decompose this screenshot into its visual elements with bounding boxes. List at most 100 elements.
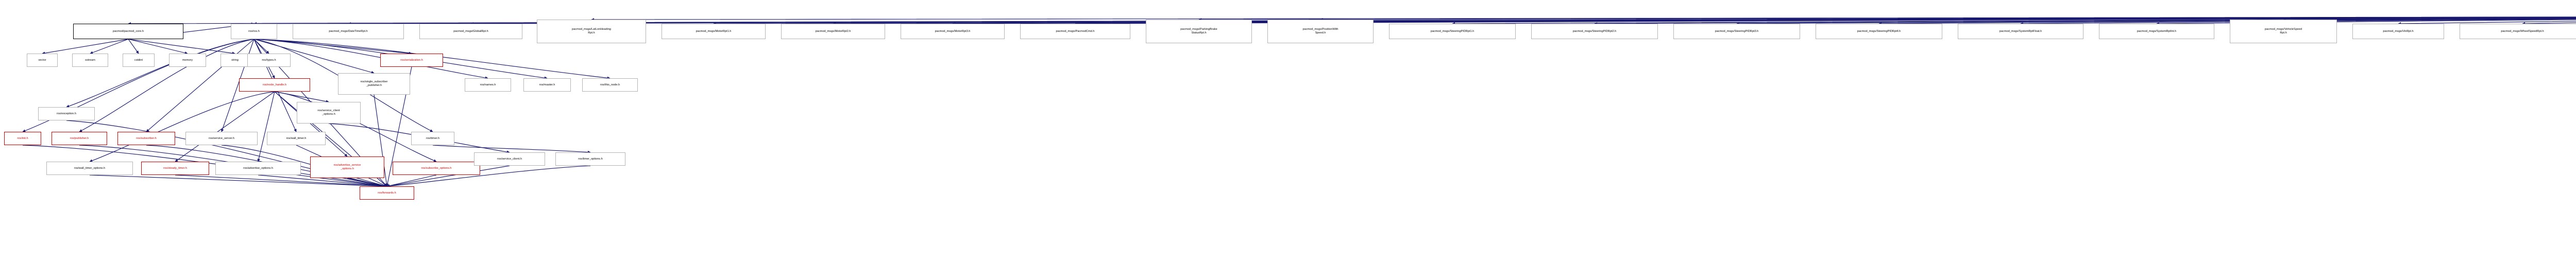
graph-node[interactable]: ros/serialization.h [380, 54, 443, 67]
graph-node[interactable]: pacmod/pacmod_core.h [73, 24, 183, 39]
graph-node-label: ros/this_node.h [600, 83, 620, 86]
graph-node-label: ros/init.h [17, 136, 28, 140]
graph-node[interactable]: pacmod_msgs/PositionWith Speed.h [1267, 20, 1374, 43]
graph-edge [1198, 17, 2576, 21]
graph-node[interactable]: pacmod_msgs/VinRpt.h [2352, 24, 2444, 39]
graph-node-label: pacmod_msgs/SystemRptFloat.h [1999, 29, 2042, 33]
graph-edge [386, 174, 437, 187]
graph-node-label: ros/subscribe_options.h [421, 166, 452, 170]
graph-edge [128, 39, 188, 55]
graph-node-label: pacmod_msgs/LatLonHeading Rpt.h [572, 28, 611, 34]
graph-node[interactable]: ros/wall_timer.h [267, 132, 326, 145]
graph-edge [79, 39, 255, 132]
graph-node[interactable]: pacmod_msgs/MotorRpt3.h [901, 24, 1005, 39]
graph-node-label: ros/service_client.h [497, 157, 522, 161]
graph-node[interactable]: ros/node_handle.h [239, 78, 310, 92]
graph-node[interactable]: pacmod_msgs/MotorRpt1.h [662, 24, 766, 39]
graph-node[interactable]: ros/forwards.h [360, 186, 414, 200]
graph-node[interactable]: ros/service_client.h [474, 152, 545, 166]
graph-node[interactable]: string [221, 54, 249, 67]
graph-edge [1320, 17, 2576, 21]
graph-node[interactable]: ros/advertise_service _options.h [310, 156, 384, 178]
graph-node[interactable]: pacmod_msgs/MotorRpt2.h [781, 24, 885, 39]
graph-node-label: sstream [85, 58, 95, 62]
graph-node-label: ros/publisher.h [70, 136, 89, 140]
graph-node-label: pacmod_msgs/SteeringPIDRpt4.h [1857, 29, 1901, 33]
graph-node[interactable]: pacmod_msgs/SteeringPIDRpt1.h [1389, 24, 1516, 39]
graph-node-label: cstdint [134, 58, 143, 62]
graph-node-label: pacmod_msgs/DateTimeRpt.h [329, 29, 368, 33]
graph-node[interactable]: ros/master.h [523, 78, 571, 92]
graph-node[interactable]: pacmod_msgs/SteeringPIDRpt3.h [1673, 24, 1800, 39]
graph-edge [146, 39, 255, 132]
graph-edge [274, 91, 329, 103]
graph-node[interactable]: ros/single_subscriber _publisher.h [338, 73, 410, 95]
graph-node-label: ros/node_handle.h [262, 83, 287, 86]
graph-node-label: ros/timer_options.h [578, 157, 603, 161]
graph-node-label: pacmod/pacmod_core.h [112, 29, 144, 33]
graph-node-label: pacmod_msgs/SteeringPIDRpt3.h [1715, 29, 1759, 33]
graph-node[interactable]: ros/timer_options.h [555, 152, 625, 166]
graph-edge [89, 91, 275, 162]
graph-node[interactable]: ros/exception.h [38, 107, 95, 120]
graph-node[interactable]: ros/wall_timer_options.h [46, 162, 133, 175]
graph-node-label: pacmod_msgs/WheelSpeedRpt.h [2501, 29, 2544, 33]
graph-node[interactable]: ros/types.h [247, 54, 291, 67]
graph-edge [2522, 22, 2576, 25]
graph-node[interactable]: ros/init.h [4, 132, 41, 145]
graph-node[interactable]: memory [169, 54, 206, 67]
graph-node-label: pacmod_msgs/GlobalRpt.h [453, 29, 488, 33]
graph-node-label: ros/service_client _options.h [317, 109, 340, 116]
graph-node-label: pacmod_msgs/ParkingBrake StatusRpt.h [1180, 28, 1217, 34]
graph-node-label: pacmod_msgs/MotorRpt3.h [935, 29, 971, 33]
graph-edge [66, 39, 255, 108]
graph-node[interactable]: pacmod_msgs/WheelSpeedRpt.h [2460, 24, 2576, 39]
graph-node[interactable]: pacmod_msgs/DateTimeRpt.h [293, 24, 404, 39]
graph-node-label: ros/wall_timer_options.h [74, 166, 106, 170]
graph-node[interactable]: ros/names.h [465, 78, 511, 92]
graph-edge [1452, 18, 2576, 25]
graph-node[interactable]: pacmod_msgs/SteeringPIDRpt4.h [1816, 24, 1942, 39]
graph-node[interactable]: ros/advertise_options.h [215, 162, 301, 175]
graph-node-label: pacmod_msgs/VehicleSpeed Rpt.h [2264, 28, 2302, 34]
graph-node-label: pacmod_msgs/SystemRptInt.h [2137, 29, 2177, 33]
graph-node-label: pacmod_msgs/SteeringPIDRpt1.h [1430, 29, 1475, 33]
graph-node[interactable]: ros/timer.h [411, 132, 454, 145]
graph-node[interactable]: pacmod_msgs/SystemRptInt.h [2099, 24, 2214, 39]
graph-node-label: vector [38, 58, 46, 62]
graph-node[interactable]: ros/publisher.h [52, 132, 107, 145]
graph-node[interactable]: cstdint [123, 54, 155, 67]
graph-edge [2398, 20, 2576, 25]
graph-node[interactable]: pacmod_msgs/PacmodCmd.h [1020, 24, 1130, 39]
graph-node[interactable]: ros/this_node.h [582, 78, 638, 92]
graph-node-label: pacmod_msgs/VinRpt.h [2383, 29, 2414, 33]
graph-node-label: ros/forwards.h [378, 191, 396, 195]
graph-node[interactable]: pacmod_msgs/GlobalRpt.h [419, 24, 522, 39]
graph-node[interactable]: pacmod_msgs/LatLonHeading Rpt.h [537, 20, 646, 43]
graph-edge [1594, 18, 2576, 25]
graph-node-label: ros/single_subscriber _publisher.h [360, 80, 388, 87]
graph-node[interactable]: vector [27, 54, 58, 67]
graph-edge [90, 39, 129, 54]
graph-node[interactable]: pacmod_msgs/VehicleSpeed Rpt.h [2230, 20, 2337, 43]
graph-edge [432, 145, 591, 154]
graph-node[interactable]: ros/subscribe_options.h [393, 162, 480, 175]
graph-node-label: ros/serialization.h [400, 58, 423, 62]
graph-node[interactable]: ros/ros.h [231, 24, 277, 39]
graph-node-label: pacmod_msgs/SteeringPIDRpt2.h [1572, 29, 1617, 33]
graph-node[interactable]: pacmod_msgs/SteeringPIDRpt2.h [1531, 24, 1658, 39]
graph-node-label: ros/advertise_options.h [243, 166, 273, 170]
graph-node[interactable]: sstream [72, 54, 108, 67]
graph-node[interactable]: pacmod_msgs/SystemRptFloat.h [1958, 24, 2083, 39]
graph-node[interactable]: ros/subscriber.h [117, 132, 175, 145]
graph-node[interactable]: ros/service_client _options.h [297, 102, 361, 124]
graph-node[interactable]: pacmod_msgs/ParkingBrake StatusRpt.h [1146, 20, 1252, 43]
graph-node-label: pacmod_msgs/PacmodCmd.h [1056, 29, 1095, 33]
graph-edge [347, 178, 387, 187]
graph-node[interactable]: ros/steady_timer.h [141, 162, 209, 175]
graph-node[interactable]: ros/service_server.h [185, 132, 258, 145]
graph-node-label: ros/names.h [480, 83, 496, 86]
graph-edge [274, 91, 348, 157]
graph-node-label: ros/advertise_service _options.h [333, 164, 361, 170]
graph-node-label: ros/types.h [262, 58, 276, 62]
